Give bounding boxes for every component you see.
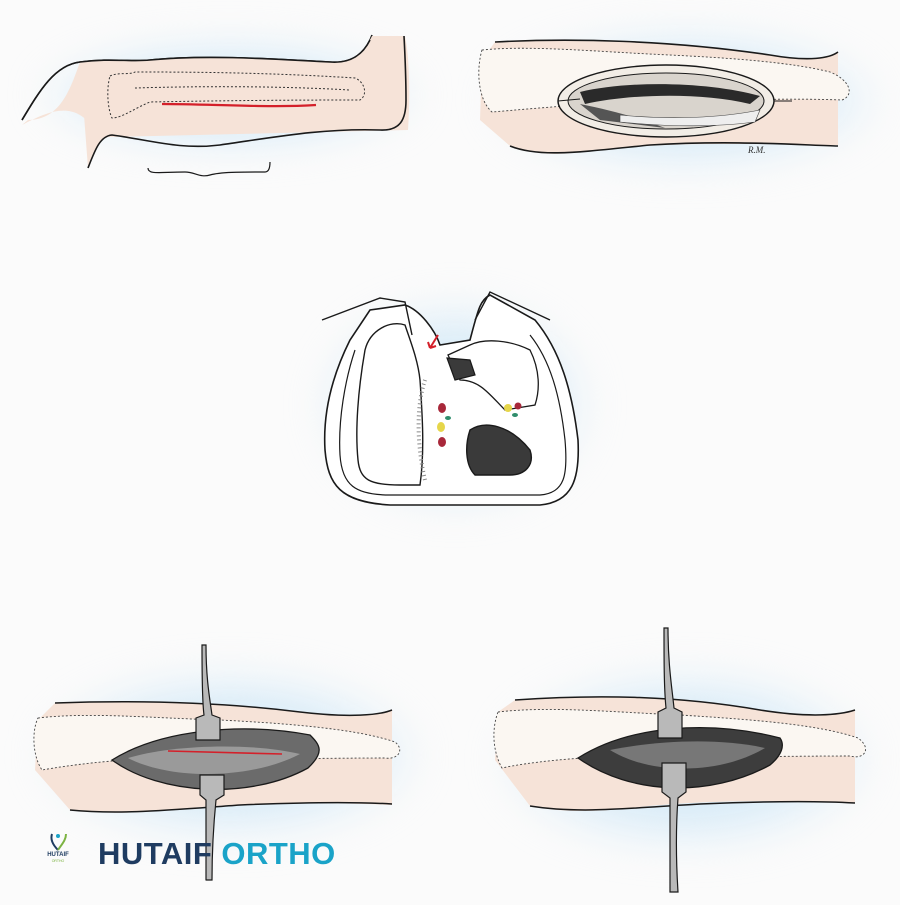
logo-figure-icon bbox=[50, 833, 67, 851]
panel-e-deep-exposure bbox=[480, 620, 890, 900]
nerve bbox=[437, 422, 445, 432]
brand-part-2: ORTHO bbox=[221, 836, 336, 871]
panel-b-muscle-exposure: R.M. bbox=[470, 0, 900, 200]
brace-marker bbox=[147, 161, 271, 177]
tibia-bone bbox=[466, 424, 532, 476]
vessel-artery bbox=[438, 403, 446, 413]
retractor-bottom bbox=[661, 762, 687, 893]
retractor-split-illustration bbox=[33, 644, 401, 881]
incision-line bbox=[161, 102, 317, 108]
cross-section-illustration bbox=[321, 291, 580, 506]
retractor-top bbox=[195, 644, 221, 741]
retractor-top bbox=[657, 627, 683, 739]
brand-part-1: HUTAIF bbox=[98, 836, 213, 871]
leg-incision-illustration bbox=[21, 34, 410, 177]
muscle-exposure-illustration: R.M. bbox=[478, 39, 850, 155]
hutaif-logo: HUTAIF ORTHO bbox=[44, 832, 72, 868]
panel-d-retractor-split bbox=[20, 630, 440, 890]
logo-text: HUTAIF bbox=[47, 852, 69, 858]
fibula-bone bbox=[446, 357, 476, 381]
panel-a-skin-incision bbox=[0, 0, 440, 200]
deep-exposure-illustration bbox=[493, 627, 867, 893]
artist-signature: R.M. bbox=[747, 145, 766, 155]
retractor-bottom bbox=[199, 774, 225, 881]
panel-c-cross-section bbox=[310, 280, 600, 510]
muscle-split-line bbox=[167, 750, 283, 755]
approach-arrow-icon bbox=[427, 334, 439, 349]
logo-subtext: ORTHO bbox=[51, 859, 65, 863]
